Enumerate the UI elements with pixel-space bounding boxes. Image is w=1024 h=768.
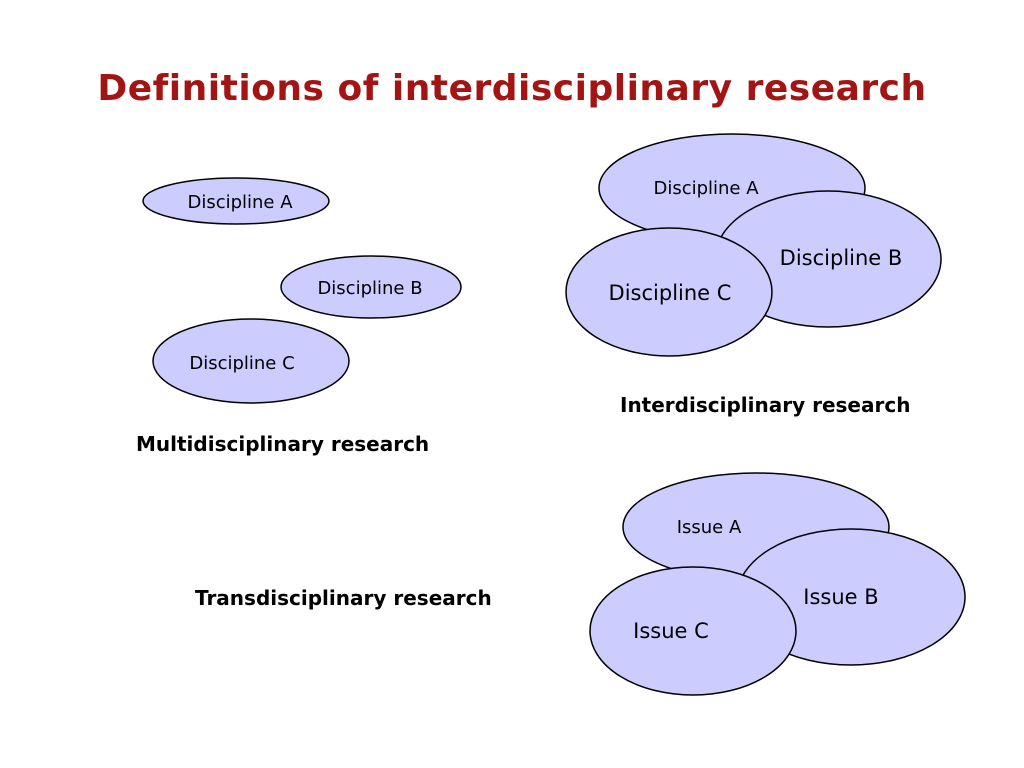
interdisciplinary-caption: Interdisciplinary research <box>620 393 911 417</box>
multi-discipline-c-label: Discipline C <box>189 353 294 374</box>
inter-discipline-c-ellipse <box>565 227 773 357</box>
multi-discipline-a-ellipse <box>142 177 330 225</box>
trans-issue-c-ellipse <box>589 566 797 696</box>
inter-discipline-b-label: Discipline B <box>780 246 903 270</box>
multi-discipline-a-label: Discipline A <box>187 192 293 213</box>
trans-issue-c-label: Issue C <box>633 619 709 643</box>
interdisciplinary-group: Discipline A Discipline B Discipline C <box>565 133 942 357</box>
trans-issue-a-label: Issue A <box>677 517 742 538</box>
inter-discipline-c-label: Discipline C <box>609 281 732 305</box>
trans-issue-b-label: Issue B <box>803 585 878 609</box>
multi-discipline-c-ellipse <box>152 318 350 404</box>
multi-discipline-b-label: Discipline B <box>317 278 422 299</box>
inter-discipline-a-label: Discipline A <box>653 178 759 199</box>
transdisciplinary-group: Issue A Issue B Issue C <box>589 472 966 696</box>
slide-title: Definitions of interdisciplinary researc… <box>97 68 927 109</box>
multi-discipline-b-ellipse <box>280 255 462 319</box>
transdisciplinary-caption: Transdisciplinary research <box>195 586 492 610</box>
multidisciplinary-group: Discipline A Discipline B Discipline C <box>142 177 462 404</box>
multidisciplinary-caption: Multidisciplinary research <box>136 432 430 456</box>
